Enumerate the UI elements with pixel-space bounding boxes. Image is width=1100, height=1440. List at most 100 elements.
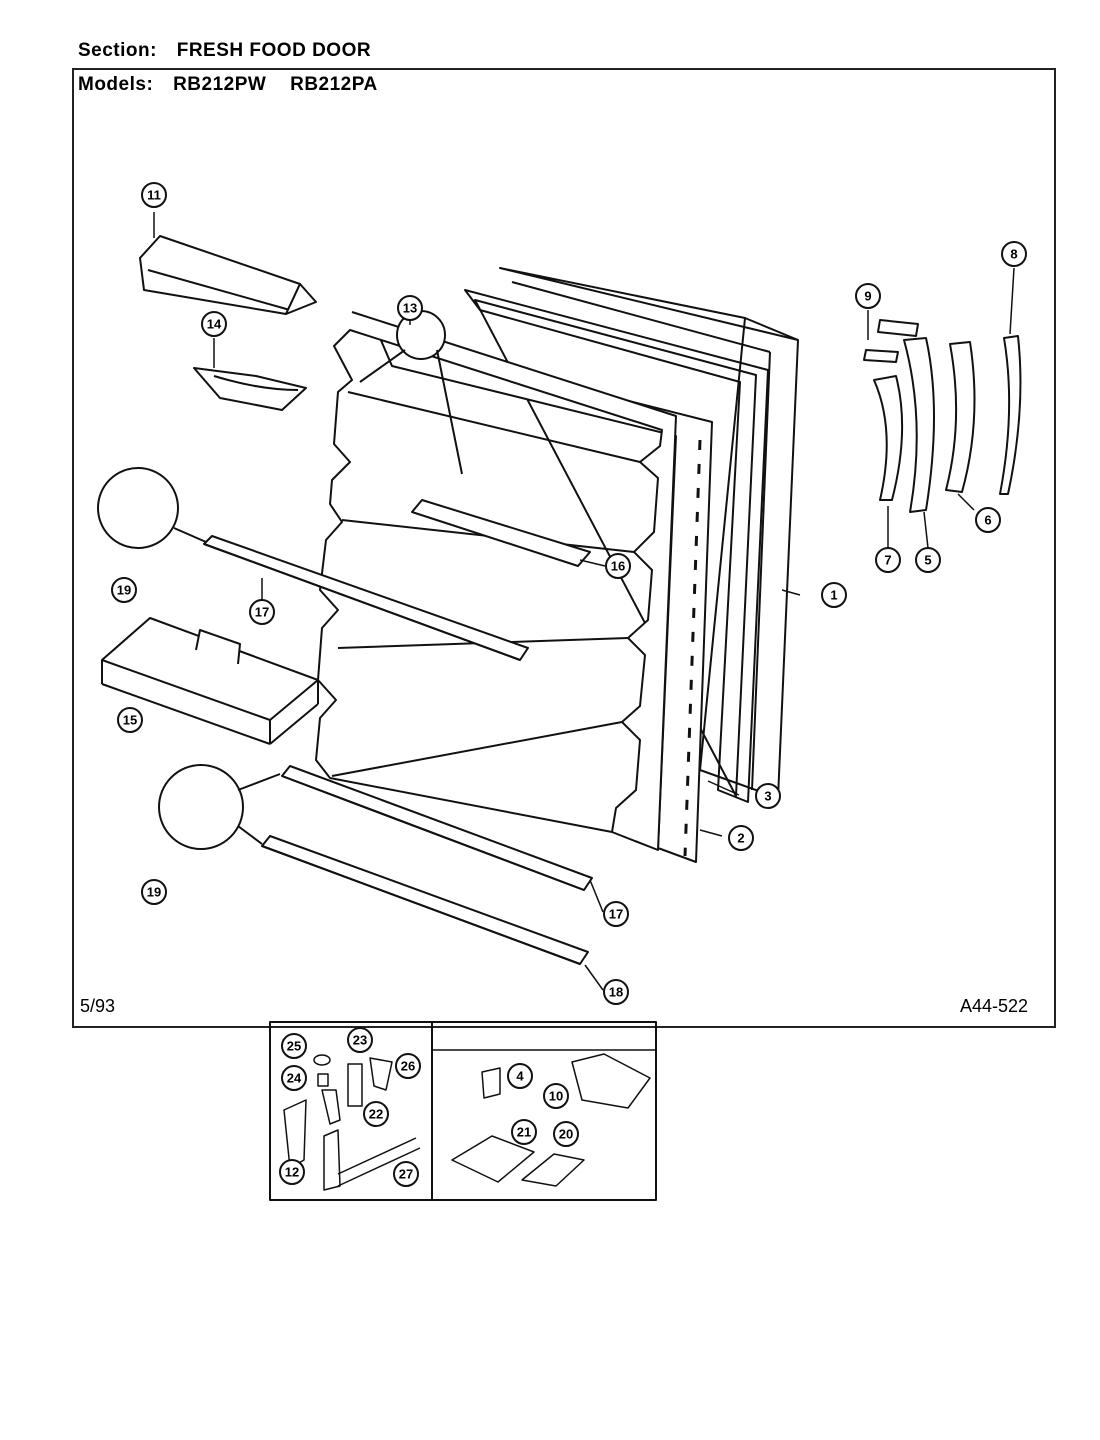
callout-3: 3: [755, 783, 781, 809]
models-heading: Models: RB212PW RB212PA: [78, 74, 396, 96]
callout-circle: [141, 879, 167, 905]
callout-number: 4: [516, 1069, 524, 1084]
callout-circle: [393, 1161, 419, 1187]
callout-7: 7: [875, 547, 901, 573]
models-label: Models:: [78, 74, 154, 95]
callout-number: 26: [401, 1059, 415, 1074]
callout-circle: [605, 553, 631, 579]
callout-number: 18: [609, 985, 623, 1000]
callout-17: 17: [603, 901, 629, 927]
callout-circle: [279, 1159, 305, 1185]
callout-number: 10: [549, 1089, 563, 1104]
callout-number: 14: [207, 317, 222, 332]
hardware-box: [269, 1021, 657, 1201]
callout-9: 9: [855, 283, 881, 309]
callout-circle: [975, 507, 1001, 533]
hardware-items: [283, 1053, 651, 1191]
callout-19: 19: [141, 879, 167, 905]
callout-circle: [511, 1119, 537, 1145]
callout-18: 18: [603, 979, 629, 1005]
bar-end-cap-inset-upper: [97, 467, 207, 549]
callout-number: 1: [830, 588, 837, 603]
diagram-frame: [72, 68, 1056, 1028]
callout-number: 2: [737, 831, 744, 846]
callout-10: 10: [543, 1083, 569, 1109]
callout-20: 20: [553, 1121, 579, 1147]
callout-circle: [395, 1053, 421, 1079]
leader-lines: [153, 212, 1015, 991]
callout-circle: [363, 1101, 389, 1127]
model-1: RB212PW: [173, 74, 267, 95]
callout-number: 17: [255, 605, 269, 620]
callout-23: 23: [347, 1027, 373, 1053]
callout-number: 24: [287, 1071, 302, 1086]
callout-number: 23: [353, 1033, 367, 1048]
section-label: Section:: [78, 40, 157, 61]
callout-number: 6: [984, 513, 991, 528]
callout-17: 17: [249, 599, 275, 625]
callout-5: 5: [915, 547, 941, 573]
callout-circle: [507, 1063, 533, 1089]
callout-circle: [281, 1033, 307, 1059]
section-value: FRESH FOOD DOOR: [176, 40, 372, 61]
callout-4: 4: [507, 1063, 533, 1089]
model-2: RB212PA: [290, 74, 378, 95]
callout-circle: [875, 547, 901, 573]
callout-number: 20: [559, 1127, 573, 1142]
callout-number: 17: [609, 907, 623, 922]
callout-25: 25: [281, 1033, 307, 1059]
tray: [193, 367, 307, 411]
callout-14: 14: [201, 311, 227, 337]
callout-circle: [728, 825, 754, 851]
callout-number: 11: [147, 188, 161, 203]
footer-date: 5/93: [80, 996, 116, 1016]
callout-circle: [821, 582, 847, 608]
callout-19: 19: [111, 577, 137, 603]
callout-circle: [347, 1027, 373, 1053]
callout-circle: [915, 547, 941, 573]
callout-number: 16: [611, 559, 625, 574]
callout-number: 9: [864, 289, 871, 304]
callout-number: 19: [117, 583, 131, 598]
callout-16: 16: [605, 553, 631, 579]
callout-number: 21: [517, 1125, 531, 1140]
callout-21: 21: [511, 1119, 537, 1145]
callout-number: 3: [764, 789, 771, 804]
callout-number: 12: [285, 1165, 299, 1180]
callout-13: 13: [397, 295, 423, 321]
callout-circle: [755, 783, 781, 809]
callout-number: 15: [123, 713, 137, 728]
outer-door-panel: [499, 267, 799, 799]
callout-circle: [543, 1083, 569, 1109]
callout-number: 27: [399, 1167, 413, 1182]
shelf-bar-lower-2: [261, 835, 589, 965]
callout-circle: [855, 283, 881, 309]
section-heading: Section: FRESH FOOD DOOR: [78, 40, 389, 62]
callout-circle: [111, 577, 137, 603]
callout-2: 2: [728, 825, 754, 851]
bar-end-cap-inset-lower: [158, 764, 281, 850]
callout-number: 5: [924, 553, 931, 568]
callout-number: 22: [369, 1107, 383, 1122]
callout-1: 1: [821, 582, 847, 608]
clip-callout-inset: [359, 310, 463, 475]
callout-circle: [117, 707, 143, 733]
callout-number: 19: [147, 885, 161, 900]
callout-circle: [281, 1065, 307, 1091]
callout-circle: [1001, 241, 1027, 267]
callout-number: 13: [403, 301, 417, 316]
callout-15: 15: [117, 707, 143, 733]
egg-tray: [101, 617, 319, 745]
callout-24: 24: [281, 1065, 307, 1091]
callout-number: 25: [287, 1039, 301, 1054]
callout-12: 12: [279, 1159, 305, 1185]
shelf-bar-upper: [203, 535, 529, 661]
callout-circle: [249, 599, 275, 625]
callout-circle: [603, 979, 629, 1005]
shelf-bar-lower-1: [281, 765, 593, 891]
callout-27: 27: [393, 1161, 419, 1187]
callout-circle: [201, 311, 227, 337]
callout-22: 22: [363, 1101, 389, 1127]
